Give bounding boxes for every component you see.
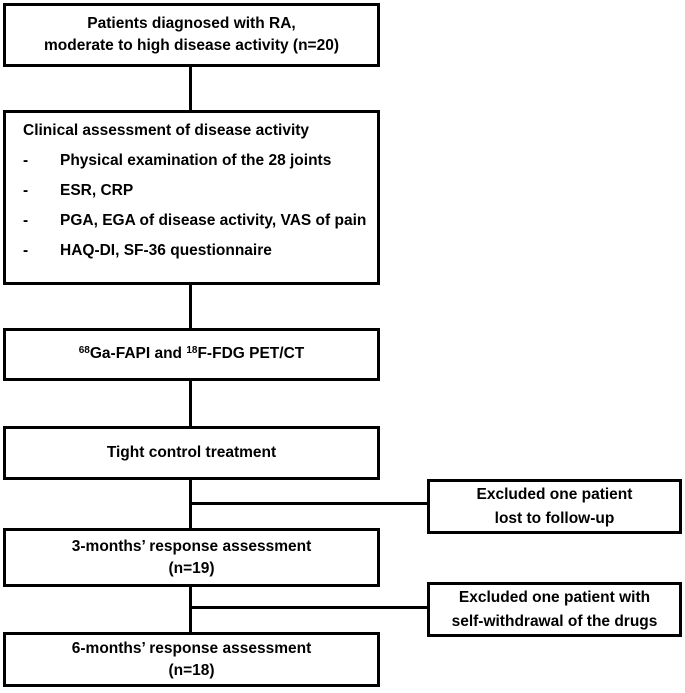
month6-line1: 6-months’ response assessment — [71, 639, 312, 657]
excluded2-line2: self-withdrawal of the drugs — [451, 612, 658, 630]
isotope-68-superscript: 68 — [78, 344, 90, 356]
excluded1-line1: Excluded one patient — [476, 485, 633, 503]
bullet-dash: - — [23, 212, 29, 229]
clinical-bullet-text: HAQ-DI, SF-36 questionnaire — [60, 242, 272, 259]
connector-patients-to-clinical — [189, 67, 192, 110]
bullet-dash: - — [23, 152, 29, 169]
connector-month3-to-month6 — [189, 587, 192, 632]
isotope-18-superscript: 18 — [186, 344, 198, 356]
month6-line2: (n=18) — [168, 661, 215, 679]
connector-pet-to-treatment — [189, 381, 192, 426]
clinical-bullet-item: - PGA, EGA of disease activity, VAS of p… — [23, 210, 369, 232]
clinical-bullet-item: - Physical examination of the 28 joints — [23, 150, 369, 172]
connector-branch-excluded2 — [189, 606, 427, 609]
clinical-title: Clinical assessment of disease activity — [23, 122, 310, 139]
box-pet-ct: 68Ga-FAPI and 18F-FDG PET/CT — [3, 328, 380, 381]
excluded2-line1: Excluded one patient with — [458, 588, 651, 606]
clinical-bullet-item: - HAQ-DI, SF-36 questionnaire — [23, 240, 369, 262]
box-treatment-line1: Tight control treatment — [106, 444, 277, 461]
bullet-dash: - — [23, 182, 29, 199]
box-patients-line1: Patients diagnosed with RA, — [87, 15, 296, 32]
box-excluded-withdrawal: Excluded one patient with self-withdrawa… — [427, 582, 682, 637]
month3-line1: 3-months’ response assessment — [71, 537, 312, 555]
box-clinical-assessment: Clinical assessment of disease activity … — [3, 110, 380, 285]
pet-seg2: F-FDG PET/CT — [197, 344, 305, 362]
clinical-bullet-text: ESR, CRP — [60, 182, 134, 199]
month3-line2: (n=19) — [168, 559, 215, 577]
pet-seg1: Ga-FAPI and — [89, 344, 187, 362]
connector-clinical-to-pet — [189, 285, 192, 328]
box-patients: Patients diagnosed with RA, moderate to … — [3, 3, 380, 67]
clinical-bullet-text: Physical examination of the 28 joints — [60, 152, 332, 169]
clinical-bullet-text: PGA, EGA of disease activity, VAS of pai… — [60, 212, 367, 229]
box-3-months-assessment: 3-months’ response assessment (n=19) — [3, 528, 380, 587]
box-patients-line2: moderate to high disease activity (n=20) — [43, 37, 340, 54]
box-treatment: Tight control treatment — [3, 426, 380, 480]
bullet-dash: - — [23, 242, 29, 259]
connector-branch-excluded1 — [189, 502, 427, 505]
box-6-months-assessment: 6-months’ response assessment (n=18) — [3, 632, 380, 687]
box-excluded-followup: Excluded one patient lost to follow-up — [427, 479, 682, 534]
clinical-bullet-item: - ESR, CRP — [23, 180, 369, 202]
excluded1-line2: lost to follow-up — [494, 509, 615, 527]
pet-ct-label: 68Ga-FAPI and 18F-FDG PET/CT — [79, 343, 305, 367]
